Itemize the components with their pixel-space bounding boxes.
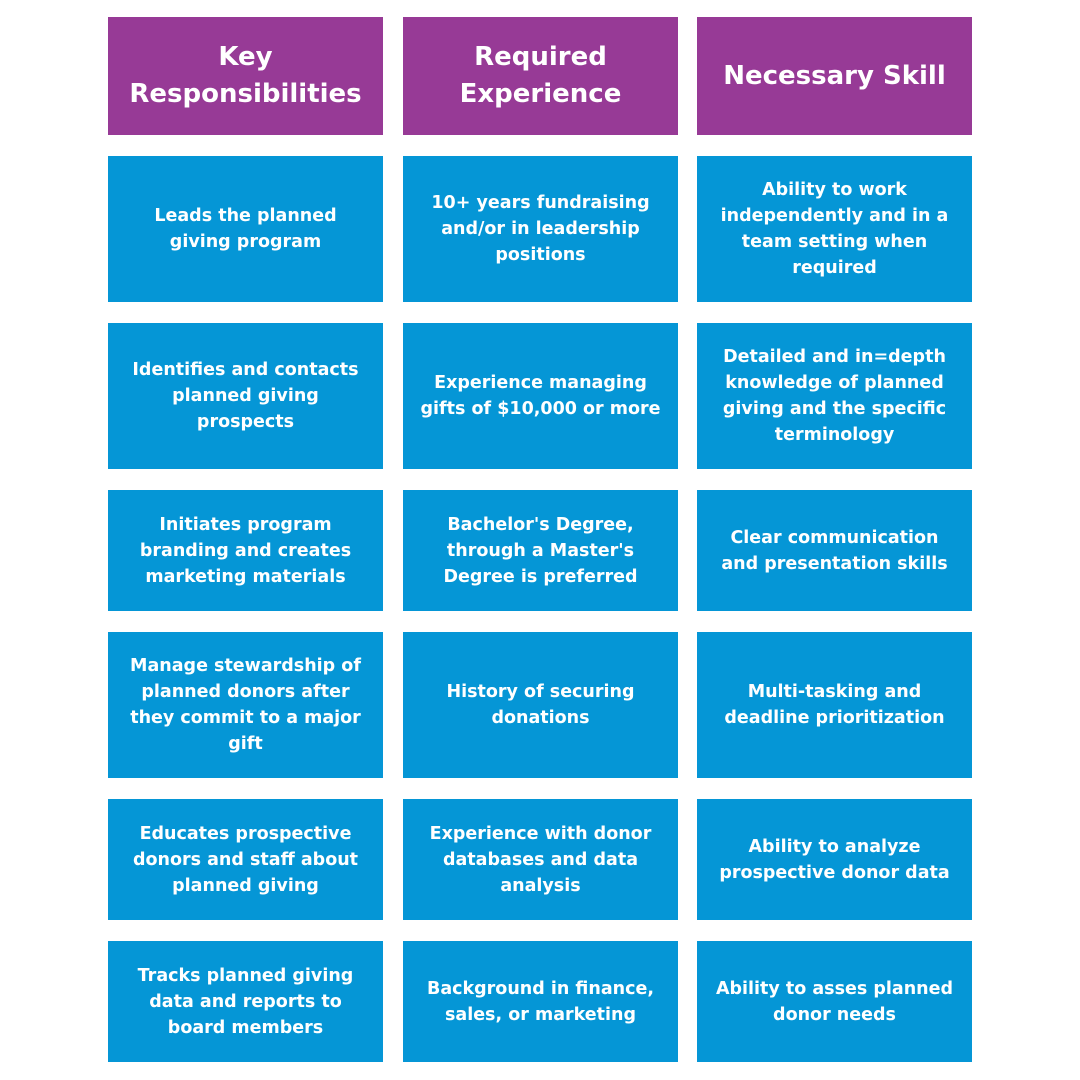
responsibility-cell: Manage stewardship of planned donors aft… (108, 632, 383, 778)
experience-cell: History of securing donations (403, 632, 678, 778)
responsibility-cell: Educates prospective donors and staff ab… (108, 799, 383, 920)
skill-cell: Detailed and in=depth knowledge of plann… (697, 323, 972, 469)
experience-cell: Experience managing gifts of $10,000 or … (403, 323, 678, 469)
skill-cell: Ability to asses planned donor needs (697, 941, 972, 1062)
cell-text: Educates prospective donors and staff ab… (132, 823, 359, 896)
cell-text: Initiates program branding and creates m… (139, 514, 352, 587)
cell-text: Bachelor's Degree, through a Master's De… (443, 514, 638, 587)
header-label: Required Experience (459, 42, 622, 109)
cell-text: Multi-tasking and deadline prioritizatio… (724, 682, 945, 728)
experience-cell: 10+ years fundraising and/or in leadersh… (403, 156, 678, 302)
responsibility-cell: Initiates program branding and creates m… (108, 490, 383, 611)
cell-text: History of securing donations (446, 682, 635, 728)
cell-text: Leads the planned giving program (154, 206, 337, 252)
cell-text: 10+ years fundraising and/or in leadersh… (431, 193, 650, 265)
skill-cell: Clear communication and presentation ski… (697, 490, 972, 611)
responsibility-cell: Tracks planned giving data and reports t… (108, 941, 383, 1062)
cell-text: Experience managing gifts of $10,000 or … (420, 373, 661, 419)
responsibility-cell: Leads the planned giving program (108, 156, 383, 302)
header-label: Key Responsibilities (129, 42, 362, 109)
experience-cell: Experience with donor databases and data… (403, 799, 678, 920)
cell-text: Ability to work independently and in a t… (720, 180, 949, 278)
cell-text: Ability to asses planned donor needs (715, 978, 954, 1025)
skill-cell: Multi-tasking and deadline prioritizatio… (697, 632, 972, 778)
header-necessary-skill: Necessary Skill (697, 17, 972, 135)
cell-text: Experience with donor databases and data… (429, 823, 652, 896)
cell-text: Detailed and in=depth knowledge of plann… (722, 347, 947, 445)
header-required-experience: Required Experience (403, 17, 678, 135)
experience-cell: Bachelor's Degree, through a Master's De… (403, 490, 678, 611)
cell-text: Ability to analyze prospective donor dat… (719, 836, 950, 883)
cell-text: Manage stewardship of planned donors aft… (130, 656, 361, 754)
cell-text: Clear communication and presentation ski… (721, 527, 948, 574)
skill-cell: Ability to work independently and in a t… (697, 156, 972, 302)
cell-text: Identifies and contacts planned giving p… (132, 360, 359, 432)
experience-cell: Background in finance, sales, or marketi… (403, 941, 678, 1062)
skill-cell: Ability to analyze prospective donor dat… (697, 799, 972, 920)
responsibility-cell: Identifies and contacts planned giving p… (108, 323, 383, 469)
cell-text: Background in finance, sales, or marketi… (426, 978, 654, 1025)
header-key-responsibilities: Key Responsibilities (108, 17, 383, 135)
cell-text: Tracks planned giving data and reports t… (137, 965, 354, 1038)
header-label: Necessary Skill (723, 60, 946, 91)
